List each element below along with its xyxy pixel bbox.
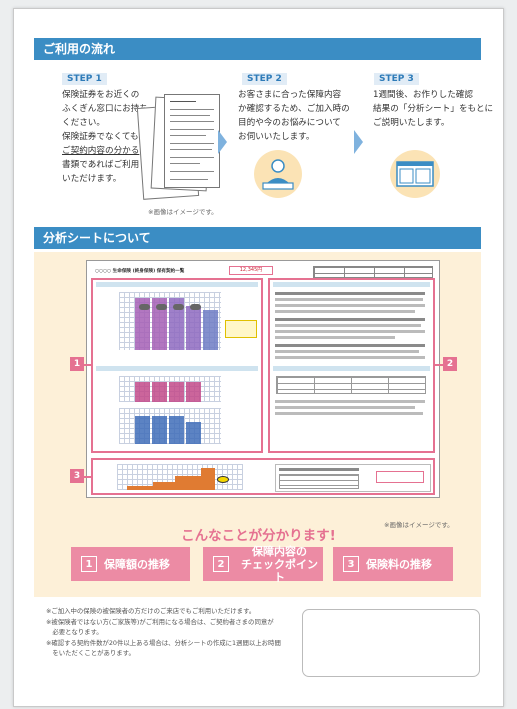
medical-chart bbox=[119, 376, 221, 402]
flow-section-title: ご利用の流れ bbox=[34, 38, 481, 60]
arrow-icon bbox=[218, 130, 227, 154]
step2-text: お客さまに合った保障内容 か確認するため、ご加入時の 目的や今のお悩みについて … bbox=[238, 88, 350, 144]
step2-line: お伺いいたします。 bbox=[238, 132, 315, 142]
badge-1: 1 bbox=[70, 357, 84, 371]
sheet-area-1 bbox=[91, 278, 263, 453]
step3-label: STEP 3 bbox=[374, 73, 419, 85]
step2-line: 目的や今のお悩みについて bbox=[238, 118, 341, 128]
footnote: をいただくことがあります。 bbox=[46, 649, 135, 657]
step1-text: 保険証券をお近くの ふくぎん窓口にお持ち ください。 保険証券でなくても、 ご契… bbox=[62, 88, 148, 186]
step1-label: STEP 1 bbox=[62, 73, 107, 85]
step1-line: ふくぎん窓口にお持ち bbox=[62, 104, 148, 114]
coverage-chart bbox=[119, 292, 221, 350]
point-1-number: 1 bbox=[81, 556, 97, 572]
chart-header bbox=[96, 366, 258, 371]
checkpoint-header bbox=[273, 282, 430, 287]
point-1: 1 保障額の推移 bbox=[71, 547, 190, 581]
badge-connector bbox=[434, 364, 446, 366]
step3-line: 1週間後、お作りした確認 bbox=[373, 90, 473, 100]
point-1-label: 保障額の推移 bbox=[104, 557, 170, 571]
sheet-info-table bbox=[313, 266, 433, 278]
step1-line: 保険証券でなくても、 bbox=[62, 132, 147, 142]
point-2-number: 2 bbox=[213, 556, 229, 572]
step1-line: いただけます。 bbox=[62, 174, 122, 184]
footnote: ※確認する契約件数が20件以上ある場合は、分析シートの作成に1週間以上お時間 bbox=[46, 638, 281, 647]
step1-line: ご契約内容の分かる bbox=[62, 146, 140, 156]
checkpoint-header bbox=[273, 366, 430, 371]
sheet-area-3 bbox=[91, 458, 435, 495]
point-2: 2 保障内容の チェックポイント bbox=[203, 544, 323, 584]
footnote: ※被保険者ではない方(ご家族等)がご利用になる場合は、ご契約者さまの同意が bbox=[46, 617, 274, 626]
headline: こんなことが分かります! bbox=[181, 528, 336, 544]
badge-3: 3 bbox=[70, 469, 84, 483]
step1-line: 書類であればご利用 bbox=[62, 160, 140, 170]
footnote: 必要となります。 bbox=[46, 628, 103, 636]
footnotes: ※ご加入中の保険の被保険者の方だけのご来店でもご利用いただけます。 ※被保険者で… bbox=[46, 606, 296, 659]
sheet-area-2 bbox=[268, 278, 435, 453]
premium-chart bbox=[117, 464, 243, 490]
analysis-sheet-icon bbox=[390, 150, 440, 198]
analysis-image-note: ※画像はイメージです。 bbox=[384, 521, 454, 529]
premium-table bbox=[275, 464, 431, 492]
chart-callout bbox=[225, 320, 257, 338]
badge-2: 2 bbox=[443, 357, 457, 371]
sheet-title: ○○○○ 生命保険 (終身保険) 保有契約一覧 bbox=[95, 269, 185, 274]
document-front bbox=[164, 94, 220, 188]
sheet-total: 12,345円 bbox=[229, 266, 273, 275]
point-3-label: 保険料の推移 bbox=[366, 557, 432, 571]
point-3-number: 3 bbox=[343, 556, 359, 572]
chart-header bbox=[96, 282, 258, 287]
point-3: 3 保険料の推移 bbox=[333, 547, 453, 581]
step2-line: か確認するため、ご加入時の bbox=[238, 104, 350, 114]
insurance-chart bbox=[119, 408, 221, 444]
checkpoint-table bbox=[276, 376, 426, 394]
badge-connector bbox=[82, 364, 92, 366]
analysis-section-title: 分析シートについて bbox=[34, 227, 481, 249]
step3-line: ご説明いたします。 bbox=[373, 118, 450, 128]
step2-label: STEP 2 bbox=[242, 73, 287, 85]
step3-text: 1週間後、お作りした確認 結果の「分析シート」をもとに ご説明いたします。 bbox=[373, 88, 493, 130]
stamp-box bbox=[302, 609, 480, 677]
step1-image-note: ※画像はイメージです。 bbox=[148, 208, 218, 216]
arrow-icon bbox=[354, 130, 363, 154]
step1-line: 保険証券をお近くの bbox=[62, 90, 140, 100]
step2-line: お客さまに合った保障内容 bbox=[238, 90, 342, 100]
sheet-icon bbox=[396, 161, 434, 187]
badge-connector bbox=[82, 476, 92, 478]
consultation-icon bbox=[254, 150, 302, 198]
footnote: ※ご加入中の保険の被保険者の方だけのご来店でもご利用いただけます。 bbox=[46, 607, 256, 615]
step1-line: ください。 bbox=[62, 118, 105, 128]
point-2-label: 保障内容の チェックポイント bbox=[241, 544, 318, 584]
step3-line: 結果の「分析シート」をもとに bbox=[373, 104, 494, 114]
person-icon bbox=[262, 159, 294, 190]
